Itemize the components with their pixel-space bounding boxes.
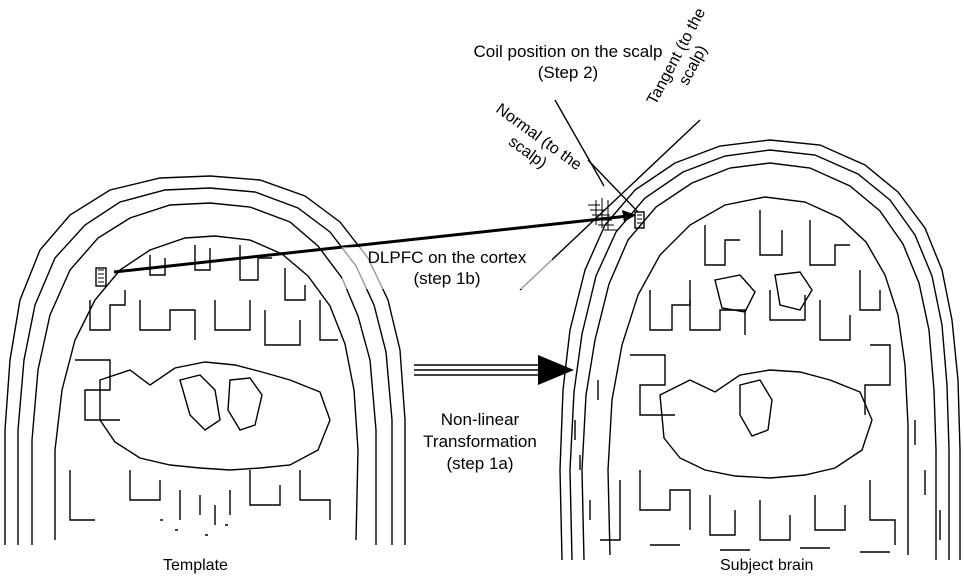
nonlinear-line3: (step 1a) [410,453,550,475]
coil-position-line1: Coil position on the scalp [472,41,664,62]
subject-brain-caption: Subject brain [720,556,813,576]
coil-hatch [588,198,618,230]
nonlinear-label: Non-linear Transformation (step 1a) [410,409,550,475]
subject-brain [560,140,960,560]
coil-position-line2: (Step 2) [472,62,664,83]
dlpfc-line1: DLPFC on the cortex [342,247,552,268]
template-brain [5,176,405,545]
nonlinear-line2: Transformation [410,431,550,453]
nonlinear-line1: Non-linear [410,409,550,431]
dlpfc-label: DLPFC on the cortex (step 1b) [342,247,552,289]
nonlinear-transform-arrow [414,355,574,385]
dlpfc-line2: (step 1b) [342,268,552,289]
template-dlpfc-marker [96,268,106,286]
template-caption: Template [163,556,228,576]
coil-position-label: Coil position on the scalp (Step 2) [472,41,664,83]
